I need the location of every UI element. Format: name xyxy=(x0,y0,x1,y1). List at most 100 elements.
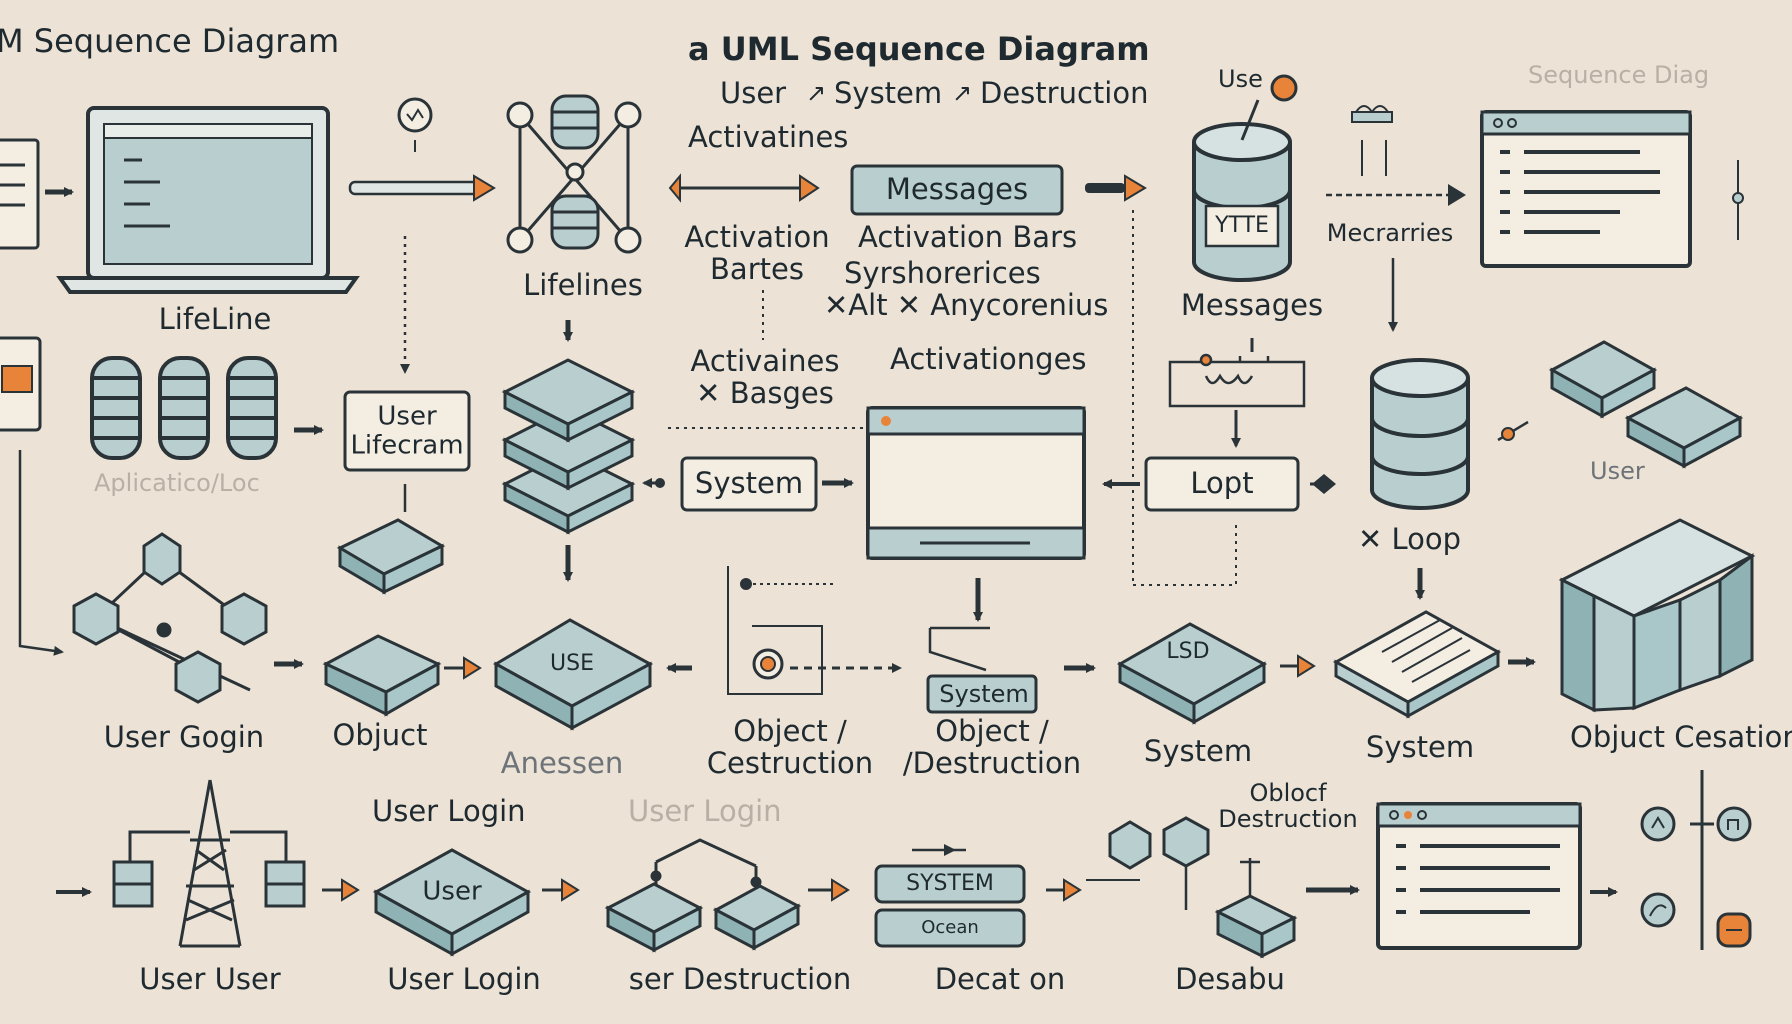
connector xyxy=(928,626,990,672)
user-login-label-b: User Login xyxy=(387,962,541,996)
user-lifecram-box xyxy=(343,390,471,472)
arrow xyxy=(808,878,850,902)
scroll-handle xyxy=(1732,160,1744,240)
books-icon xyxy=(1558,518,1756,713)
user-lifecram-label: User Lifecram xyxy=(350,401,464,460)
laptop-icon xyxy=(56,106,360,294)
arrow xyxy=(1085,174,1147,202)
x-loop-label: ✕ Loop xyxy=(1358,522,1462,556)
block-icon xyxy=(322,634,442,717)
ser-destruction-label: ser Destruction xyxy=(628,962,852,996)
subtitle-destruction: Destruction xyxy=(980,76,1149,110)
card-icon xyxy=(0,336,42,432)
activationges-label: Activationges xyxy=(890,342,1087,376)
network-database-icon xyxy=(506,94,642,254)
system-small-box xyxy=(926,674,1038,714)
database-icon xyxy=(226,356,278,460)
ytte-label: YTTE xyxy=(1215,212,1269,238)
messages-label: Messages xyxy=(1180,288,1324,322)
use-block-label: USE xyxy=(550,650,594,676)
oblocf-destruction-label: Oblocf Destruction xyxy=(1218,779,1358,834)
mecrarries-label: Mecrarries xyxy=(1326,219,1454,247)
user-label-right: User xyxy=(1590,457,1645,485)
system-label-b: System xyxy=(1365,730,1475,764)
system-stack-box xyxy=(874,864,1026,904)
faint-heading: Sequence Diag xyxy=(1528,61,1710,89)
lopt-box-label: Lopt xyxy=(1190,466,1254,501)
arrow xyxy=(912,844,966,856)
system-small-label: System xyxy=(939,679,1029,708)
database-icon xyxy=(1370,358,1470,510)
stack-icon xyxy=(501,358,636,535)
document-icon xyxy=(0,138,40,250)
anessen-label: Anessen xyxy=(500,746,624,780)
tree-icon xyxy=(604,838,802,953)
subtitle-system: System xyxy=(834,76,943,110)
system-stack-label: SYSTEM xyxy=(906,870,994,896)
arrow xyxy=(668,173,820,203)
window-icon xyxy=(866,406,1086,560)
activatines-label: Activatines xyxy=(688,120,849,154)
decation-label: Decat on xyxy=(934,962,1066,996)
aplication-loc-label: Aplicatico/Loc xyxy=(94,469,260,497)
alt-label: ✕Alt ✕ Anycorenius xyxy=(824,288,1109,322)
user-gogin-label: User Gogin xyxy=(103,720,265,754)
arrow xyxy=(542,878,580,902)
user-login-label-a: User Login xyxy=(372,794,526,828)
window-icon xyxy=(1480,110,1692,268)
block-icon xyxy=(492,618,654,731)
object-destruction-label: Object ∕ ∕Destruction xyxy=(902,714,1082,780)
desabu-label: Desabu xyxy=(1175,962,1285,996)
lifelines-label: Lifelines xyxy=(523,268,643,302)
arrow xyxy=(1326,184,1466,206)
system-label-a: System xyxy=(1143,734,1253,768)
arrow xyxy=(1497,420,1529,442)
control-icons xyxy=(1640,770,1752,950)
activaines-basges-label: Activaines ✕ Basges xyxy=(690,344,840,410)
block-icon xyxy=(1624,386,1744,469)
arrow xyxy=(348,174,496,202)
cubes-icon xyxy=(1086,816,1298,959)
arrow xyxy=(322,878,360,902)
frame-icon xyxy=(727,566,836,695)
objuct-label: Objuct xyxy=(332,718,428,752)
arrow-glyph: ↗ xyxy=(806,79,827,107)
activation-bars-label: Activation Bars xyxy=(858,220,1078,254)
ocean-box xyxy=(874,908,1026,948)
system-box xyxy=(680,456,818,512)
user-login-faint-label: User Login xyxy=(628,794,782,828)
arrow xyxy=(642,478,665,488)
lsd-block-label: LSD xyxy=(1166,638,1210,664)
block-icon xyxy=(336,518,446,595)
block-icon xyxy=(372,848,532,957)
arrow xyxy=(1310,474,1336,494)
arrow-glyph: ↗ xyxy=(952,79,973,107)
connector xyxy=(18,450,64,656)
ocean-label: Ocean xyxy=(921,917,979,939)
corner-title: M Sequence Diagram xyxy=(0,22,340,60)
activation-bartes-label: Activation Bartes xyxy=(684,220,830,286)
clock-icon xyxy=(397,97,433,152)
objuct-cesation-label: Objuct Cesation xyxy=(1570,720,1792,754)
lifeline-label: LifeLine xyxy=(158,302,272,336)
subtitle-user: User xyxy=(720,76,787,110)
use-label: Use xyxy=(1218,65,1263,93)
block-icon xyxy=(1548,340,1658,419)
object-cestruction-label: Object ∕ Cestruction xyxy=(706,714,874,780)
arrow xyxy=(1046,878,1082,902)
block-icon xyxy=(1116,622,1268,725)
diagram-title: a UML Sequence Diagram xyxy=(688,30,1150,68)
lopt-box xyxy=(1144,456,1300,512)
user-user-label: User User xyxy=(139,962,281,996)
document-stack-icon xyxy=(1332,610,1502,719)
tower-icon xyxy=(112,779,306,948)
flow-icon xyxy=(1168,353,1306,408)
messages-box xyxy=(850,164,1064,216)
signal-icon xyxy=(1351,105,1393,176)
connector xyxy=(1133,520,1237,586)
arrow xyxy=(444,656,482,680)
messages-box-label: Messages xyxy=(885,172,1029,207)
database-icon xyxy=(158,356,210,460)
